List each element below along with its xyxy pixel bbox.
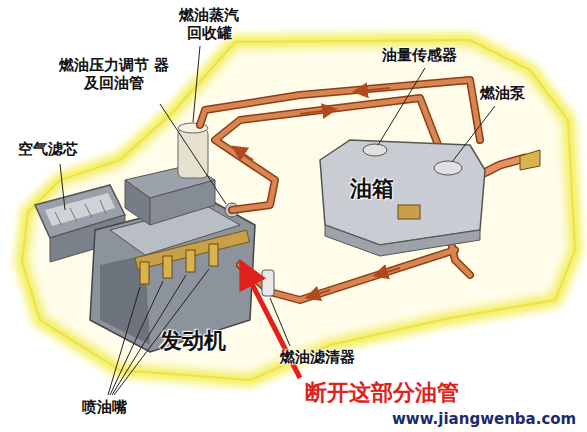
fuel-lines	[200, 80, 525, 300]
car-outline-inner	[22, 40, 575, 380]
fuel-tank	[320, 140, 485, 256]
part-name: 燃油泵	[480, 84, 550, 102]
part-name: 燃油压力调节 器及回油管	[58, 56, 170, 92]
car-outline	[22, 40, 575, 380]
engine	[90, 165, 255, 352]
note-text: 断开这部分油管	[305, 380, 575, 406]
part-name: 燃油蒸汽 回收罐	[170, 6, 248, 42]
watermark: www.jiangwenba.com	[392, 410, 584, 428]
part-name: 喷油嘴	[82, 398, 152, 416]
leader-lines	[60, 46, 495, 395]
part-name: 油箱	[350, 176, 410, 202]
part-name: 发动机	[160, 328, 250, 354]
injectors	[140, 244, 218, 284]
fuel-filter	[262, 270, 274, 296]
part-name: 燃油滤清器	[280, 348, 390, 366]
part-name: 油量传感器	[382, 46, 482, 64]
part-name: 空气滤芯	[18, 140, 108, 158]
filler-neck	[520, 150, 540, 170]
